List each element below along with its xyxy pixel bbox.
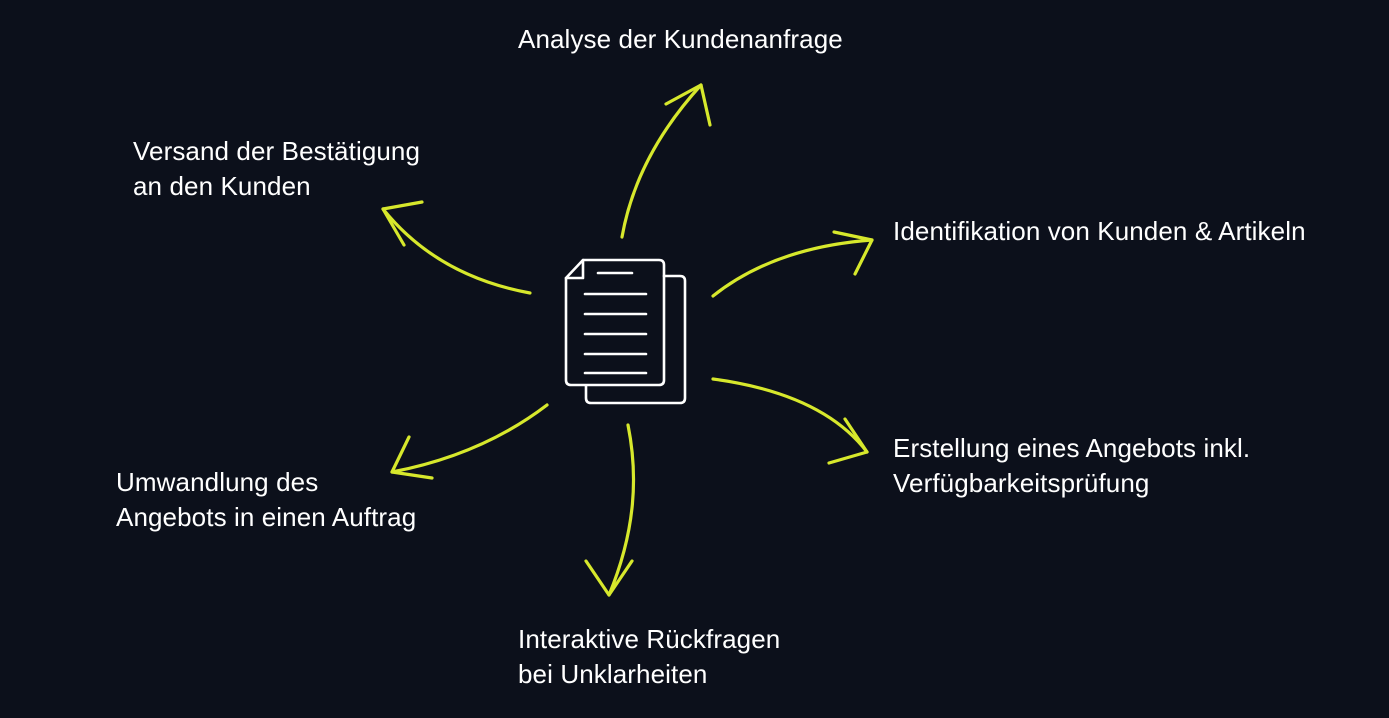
arrow-to-erstellung-shaft: [711, 377, 869, 454]
arrow-to-versand-shaft: [381, 207, 532, 295]
arrow-to-umwandlung-head: [390, 435, 434, 480]
step-umwandlung-line-1: Umwandlung des: [116, 467, 319, 497]
step-erstellung-line-1: Erstellung eines Angebots inkl.: [893, 433, 1251, 463]
arrow-to-versand-head: [381, 200, 424, 247]
step-analyse: Analyse der Kundenanfrage: [518, 22, 843, 57]
arrow-to-identifikation-shaft: [711, 238, 874, 298]
arrow-to-erstellung: [711, 377, 869, 465]
step-versand-line-2: an den Kunden: [133, 171, 311, 201]
arrow-to-analyse-head: [664, 83, 712, 127]
arrow-to-versand: [381, 200, 532, 295]
step-identifikation-line: Identifikation von Kunden & Artikeln: [893, 216, 1306, 246]
step-umwandlung-line-2: Angebots in einen Auftrag: [116, 502, 417, 532]
arrow-to-analyse-shaft: [620, 83, 703, 239]
step-rueckfragen: Interaktive Rückfragen bei Unklarheiten: [518, 622, 780, 692]
step-erstellung-line-2: Verfügbarkeitsprüfung: [893, 468, 1150, 498]
front-document: [564, 258, 666, 387]
step-umwandlung: Umwandlung des Angebots in einen Auftrag: [116, 465, 416, 535]
arrow-to-analyse: [620, 83, 712, 239]
step-identifikation: Identifikation von Kunden & Artikeln: [893, 214, 1306, 249]
step-rueckfragen-line-1: Interaktive Rückfragen: [518, 624, 781, 654]
step-analyse-line: Analyse der Kundenanfrage: [518, 24, 843, 54]
arrow-to-rueckfragen-head: [584, 559, 634, 597]
arrow-to-rueckfragen: [584, 423, 636, 597]
step-erstellung: Erstellung eines Angebots inkl. Verfügba…: [893, 431, 1250, 501]
step-versand-line-1: Versand der Bestätigung: [133, 136, 421, 166]
arrow-to-erstellung-head: [827, 417, 869, 465]
arrow-to-rueckfragen-shaft: [607, 423, 636, 597]
step-rueckfragen-line-2: bei Unklarheiten: [518, 659, 708, 689]
arrow-to-umwandlung: [390, 403, 549, 480]
arrow-to-umwandlung-shaft: [390, 403, 549, 474]
front-document-fold: [564, 258, 585, 280]
arrow-to-identifikation-head: [832, 230, 874, 276]
step-versand: Versand der Bestätigung an den Kunden: [133, 134, 420, 204]
documents-icon: [564, 258, 687, 405]
arrow-to-identifikation: [711, 230, 874, 298]
back-document: [584, 274, 687, 405]
